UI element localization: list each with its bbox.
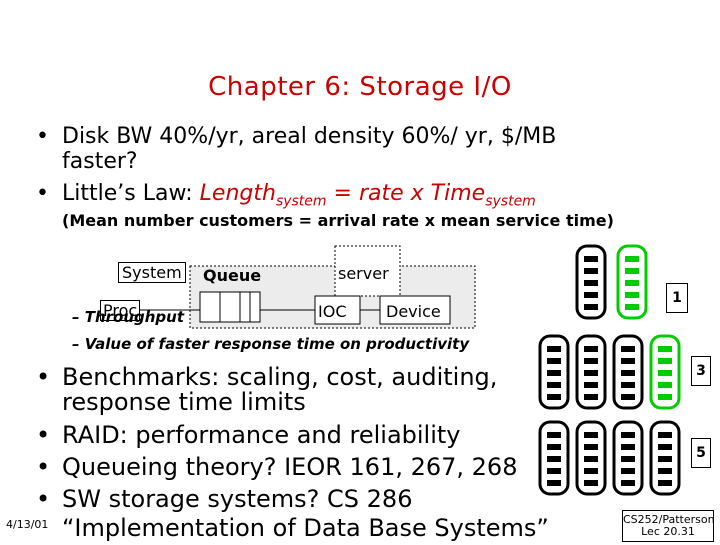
footer-course-box: CS252/Patterson Lec 20.31 bbox=[622, 510, 715, 542]
ioc-label: IOC bbox=[318, 302, 347, 321]
slide-date: 4/13/01 bbox=[6, 518, 49, 531]
dash-response-time: – Value of faster response time on produ… bbox=[72, 335, 470, 353]
proc-label: Proc bbox=[100, 300, 141, 321]
subscript-system-2: system bbox=[485, 193, 536, 210]
bullet-text: SW storage systems? CS 286 bbox=[62, 485, 413, 513]
dash-throughput: – Throughput bbox=[72, 308, 185, 326]
bullet-benchmarks: • Benchmarks: scaling, cost, auditing, bbox=[36, 361, 497, 394]
raid1-disk-2 bbox=[616, 244, 648, 320]
mean-customers-line: (Mean number customers = arrival rate x … bbox=[62, 211, 614, 230]
bullet-littles-law: •Little’s Law: Lengthsystem = rate x Tim… bbox=[36, 181, 536, 214]
slide-title: Chapter 6: Storage I/O bbox=[208, 72, 512, 102]
queue-diagram bbox=[140, 245, 476, 329]
bullet-queueing: • Queueing theory? IEOR 161, 267, 268 bbox=[36, 451, 517, 484]
raid-level-5-label: 5 bbox=[691, 438, 711, 468]
bullet-glyph: • bbox=[36, 421, 51, 449]
raid-disk-illustration bbox=[538, 244, 681, 496]
bullet-glyph: • bbox=[36, 485, 51, 513]
raid5-disk-3 bbox=[612, 420, 644, 496]
subscript-system-1: system bbox=[275, 193, 327, 210]
bullet-continuation: faster? bbox=[62, 149, 138, 174]
raid5-disk-2 bbox=[575, 420, 607, 496]
bullet-glyph: • bbox=[36, 124, 49, 149]
server-label: server bbox=[338, 264, 389, 283]
bullet-text: Queueing theory? IEOR 161, 267, 268 bbox=[62, 453, 518, 481]
raid1-disk-1 bbox=[575, 244, 607, 320]
length-word: Length bbox=[199, 181, 276, 206]
footer-course: CS252/Patterson bbox=[623, 513, 715, 526]
device-label: Device bbox=[386, 302, 441, 321]
footer-lecture: Lec 20.31 bbox=[641, 525, 695, 538]
raid-level-1-label: 1 bbox=[666, 283, 688, 313]
raid3-disk-4 bbox=[649, 334, 681, 410]
queue-label: Queue bbox=[203, 266, 262, 285]
ioc-box bbox=[314, 295, 361, 325]
bullet-glyph: • bbox=[36, 363, 51, 391]
bullet-continuation: “Implementation of Data Base Systems” bbox=[62, 514, 549, 542]
server-boundary bbox=[334, 245, 401, 297]
bullet-text: Disk BW 40%/yr, areal density 60%/ yr, $… bbox=[62, 124, 557, 149]
raid5-disk-1 bbox=[538, 420, 570, 496]
raid3-disk-2 bbox=[575, 334, 607, 410]
bullet-glyph: • bbox=[36, 453, 51, 481]
bullet-text: Benchmarks: scaling, cost, auditing, bbox=[62, 363, 498, 391]
queue-box bbox=[199, 291, 261, 323]
raid5-disk-4 bbox=[649, 420, 681, 496]
bullet-text: RAID: performance and reliability bbox=[62, 421, 461, 449]
raid3-disk-1 bbox=[538, 334, 570, 410]
rate-time-text: = rate x Time bbox=[326, 181, 486, 206]
bullet-sw-storage: • SW storage systems? CS 286 bbox=[36, 483, 412, 516]
raid-level-3-label: 3 bbox=[691, 356, 711, 386]
bullet-glyph: • bbox=[36, 181, 49, 206]
system-label: System bbox=[118, 262, 186, 283]
bullet-disk-bw: • Disk BW 40%/yr, areal density 60%/ yr, … bbox=[36, 124, 556, 149]
littles-law-prefix: Little’s Law: bbox=[62, 181, 200, 206]
bullet-continuation: response time limits bbox=[62, 388, 306, 416]
bullet-raid: • RAID: performance and reliability bbox=[36, 419, 461, 452]
raid3-disk-3 bbox=[612, 334, 644, 410]
device-box bbox=[379, 295, 451, 325]
